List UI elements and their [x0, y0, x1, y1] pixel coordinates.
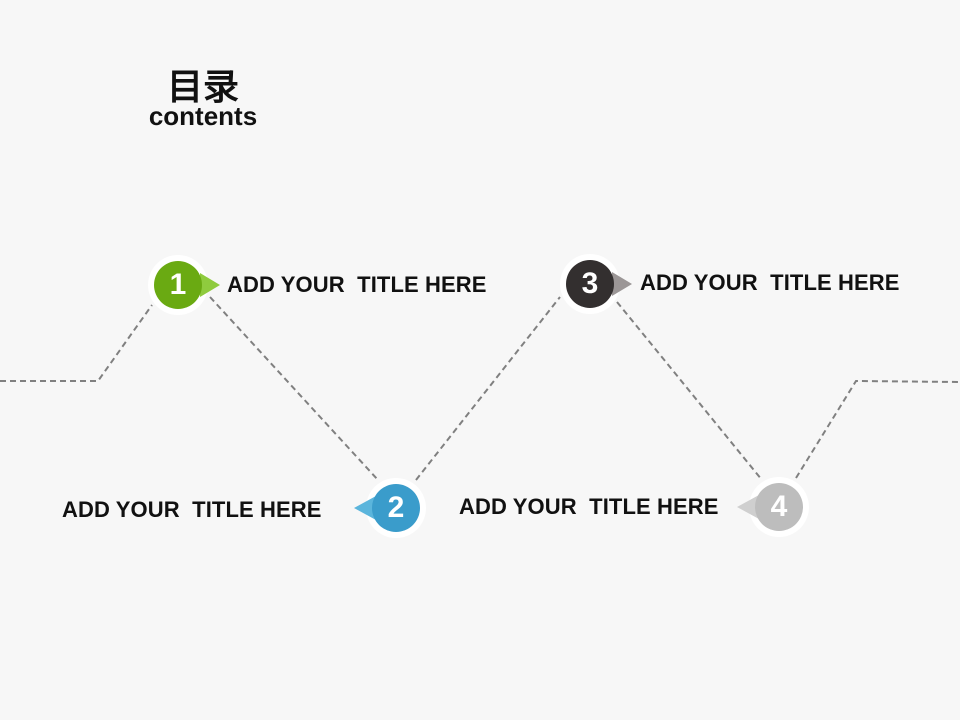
step-1-title[interactable]: ADD YOUR TITLE HERE [227, 272, 487, 297]
step-4-marker[interactable]: 4 [737, 477, 809, 537]
pointer-left-icon [354, 496, 376, 520]
pointer-right-icon [200, 273, 220, 297]
step-1-marker[interactable]: 1 [148, 255, 220, 315]
step-3-title[interactable]: ADD YOUR TITLE HERE [640, 270, 900, 295]
step-2-marker[interactable]: 2 [354, 478, 426, 538]
step-number: 1 [154, 261, 202, 309]
heading-chinese: 目录 [166, 67, 239, 108]
pointer-left-icon [737, 495, 759, 519]
pointer-right-icon [612, 272, 632, 296]
heading-english: contents [148, 101, 258, 131]
step-2-title[interactable]: ADD YOUR TITLE HERE [62, 497, 322, 522]
step-number: 2 [372, 484, 420, 532]
step-number: 3 [566, 260, 614, 308]
step-number: 4 [755, 483, 803, 531]
step-4-title[interactable]: ADD YOUR TITLE HERE [459, 494, 719, 519]
step-3-marker[interactable]: 3 [560, 254, 632, 314]
